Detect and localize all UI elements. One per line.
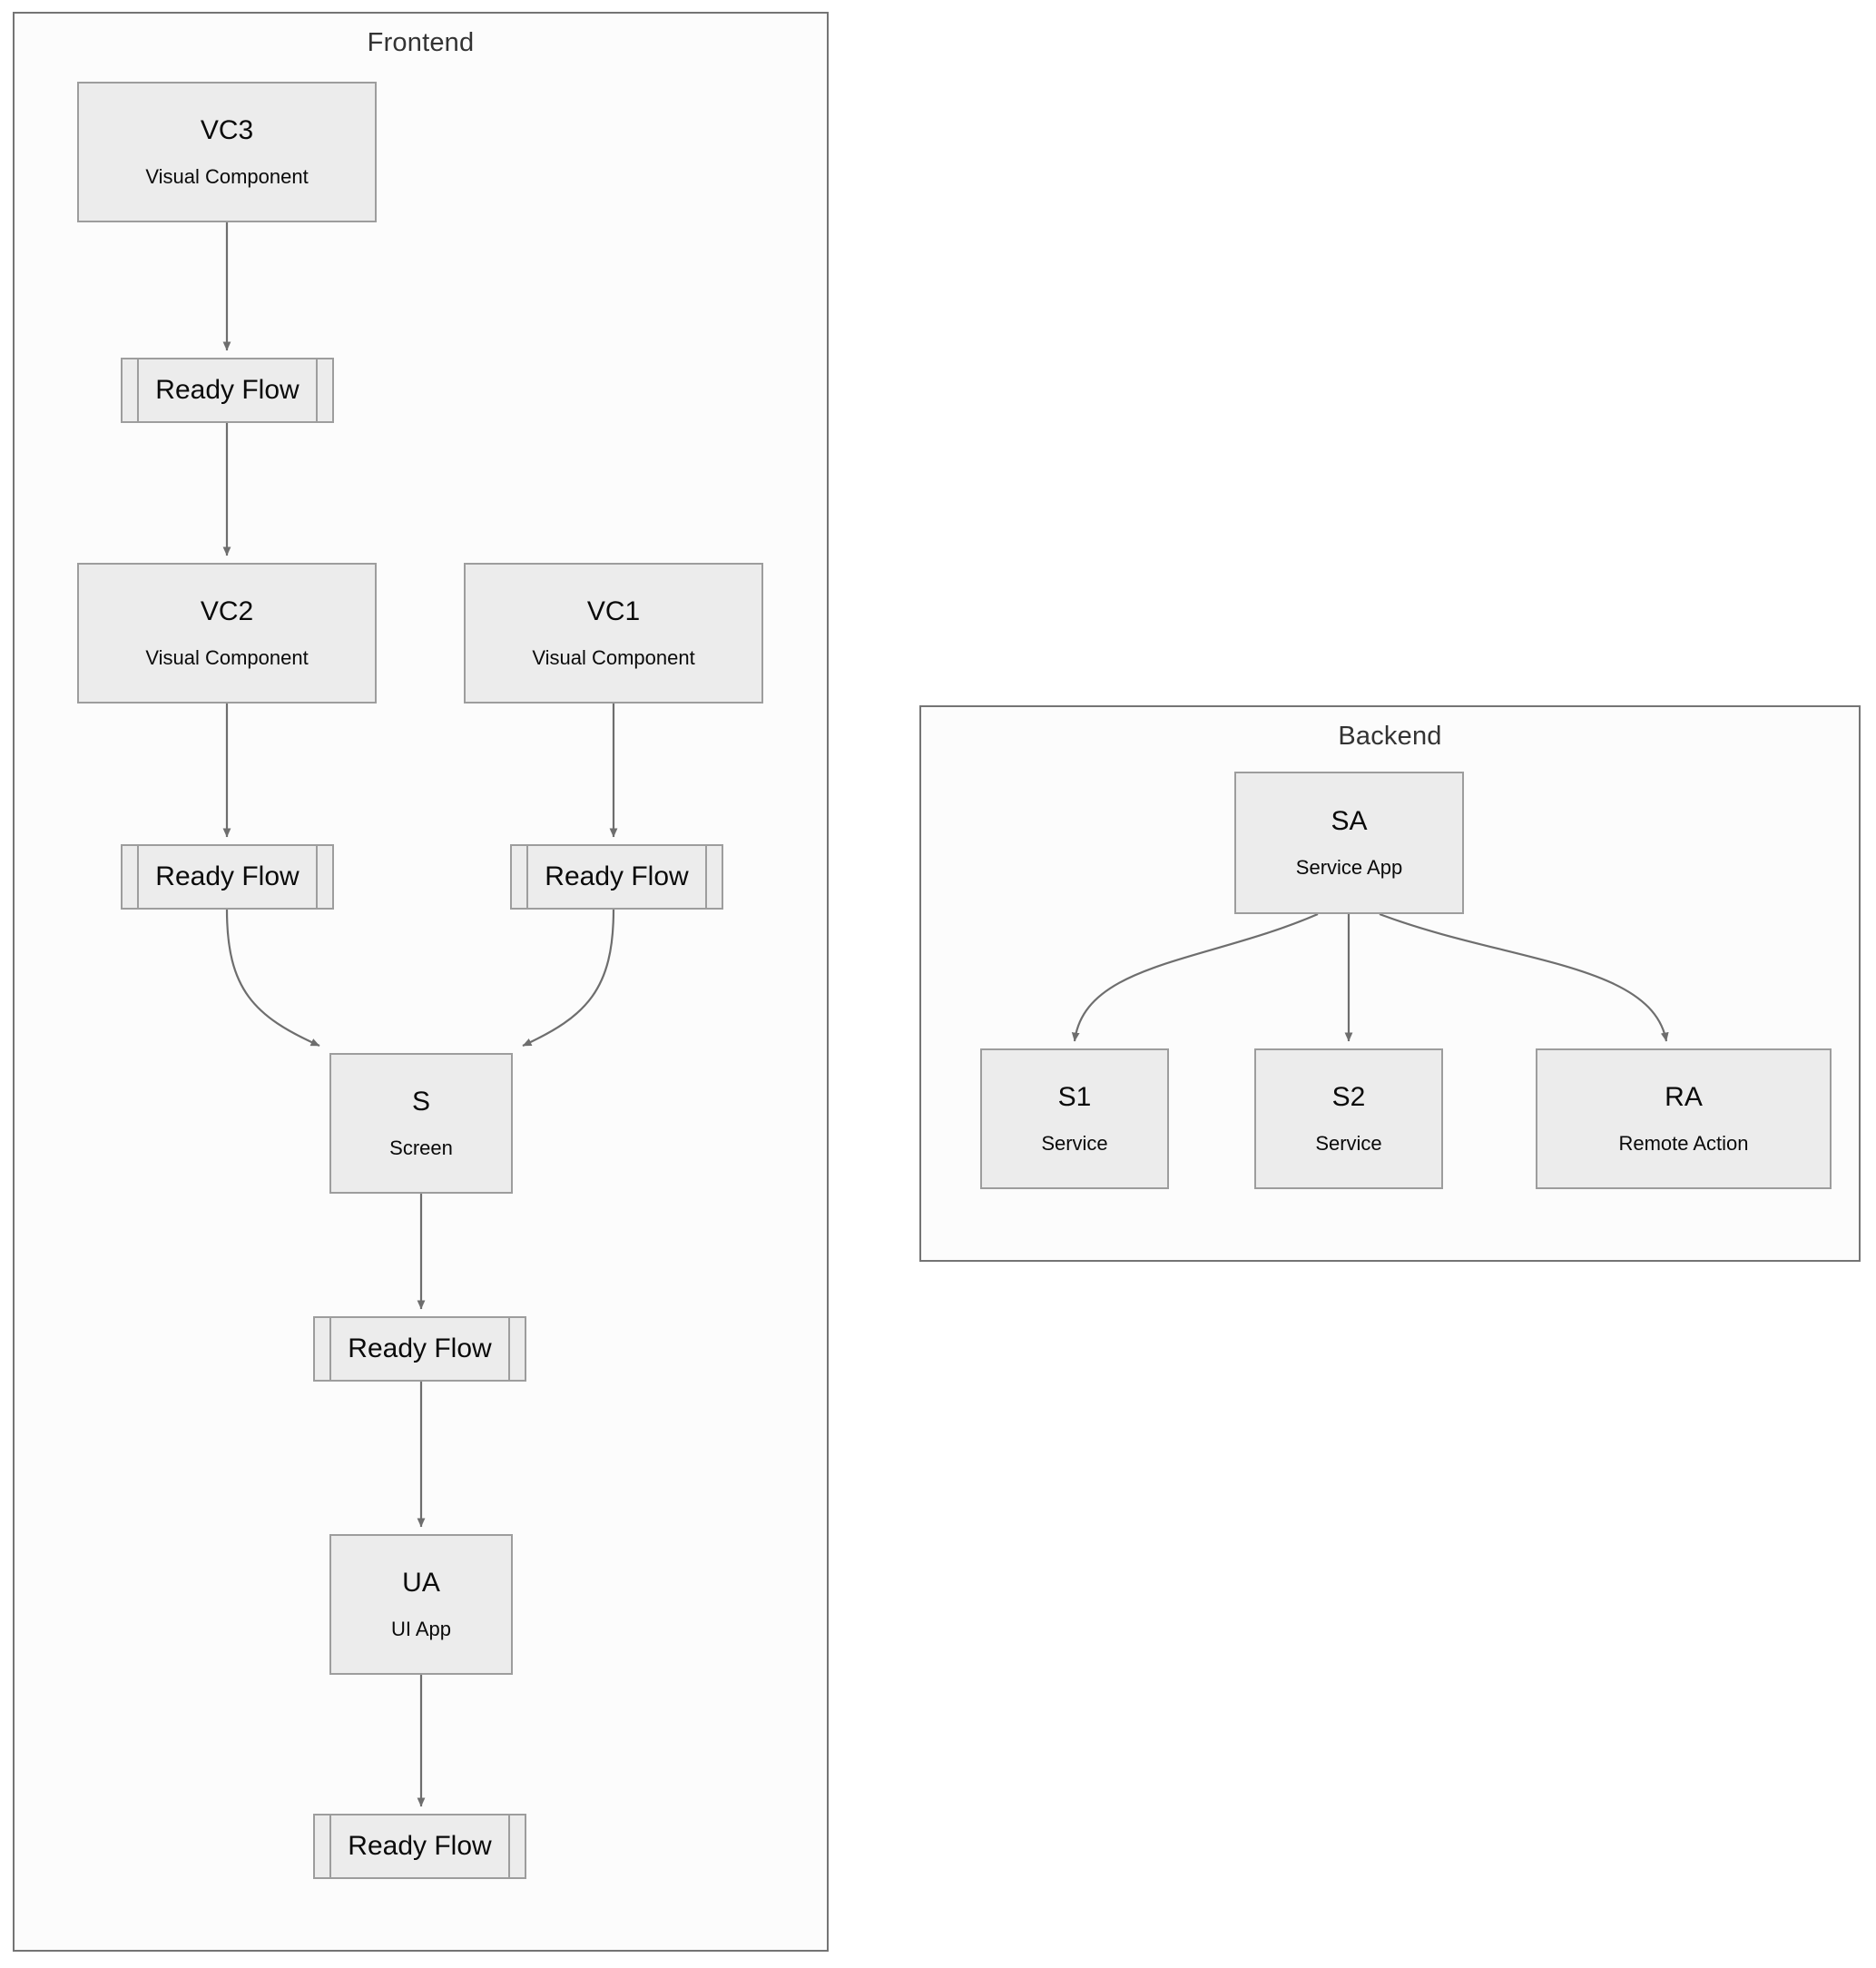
- subprocess-bar-right: [508, 1815, 510, 1877]
- group-frontend-title: Frontend: [367, 28, 475, 57]
- subprocess-bar-left: [526, 846, 528, 908]
- node-ready-flow-4[interactable]: Ready Flow: [313, 1316, 526, 1382]
- group-backend-title: Backend: [1338, 722, 1442, 751]
- node-ready-flow-2[interactable]: Ready Flow: [121, 844, 334, 910]
- subprocess-bar-left: [137, 846, 139, 908]
- node-s2-subtitle: Service: [1315, 1132, 1382, 1155]
- node-vc1-title: VC1: [586, 596, 641, 626]
- node-s-title: S: [411, 1087, 430, 1117]
- node-ready-flow-1-label: Ready Flow: [155, 375, 300, 405]
- node-vc2-subtitle: Visual Component: [145, 646, 309, 669]
- node-ready-flow-2-label: Ready Flow: [155, 861, 300, 891]
- subprocess-bar-left: [137, 359, 139, 421]
- node-sa-title: SA: [1331, 806, 1368, 836]
- node-s1-subtitle: Service: [1041, 1132, 1108, 1155]
- node-vc2[interactable]: VC2 Visual Component: [77, 563, 377, 704]
- node-ready-flow-5[interactable]: Ready Flow: [313, 1814, 526, 1879]
- node-ua-title: UA: [402, 1568, 440, 1598]
- node-ra[interactable]: RA Remote Action: [1536, 1048, 1832, 1189]
- node-sa-subtitle: Service App: [1295, 856, 1403, 879]
- node-vc2-title: VC2: [200, 596, 254, 626]
- node-ready-flow-3-label: Ready Flow: [545, 861, 689, 891]
- node-ua[interactable]: UA UI App: [329, 1534, 513, 1675]
- node-ready-flow-3[interactable]: Ready Flow: [510, 844, 723, 910]
- subprocess-bar-right: [508, 1318, 510, 1380]
- node-ready-flow-1[interactable]: Ready Flow: [121, 358, 334, 423]
- subprocess-bar-right: [316, 359, 318, 421]
- node-vc3-subtitle: Visual Component: [145, 165, 309, 188]
- node-vc1-subtitle: Visual Component: [532, 646, 695, 669]
- subprocess-bar-left: [329, 1318, 331, 1380]
- node-ua-subtitle: UI App: [390, 1618, 452, 1640]
- node-s2-title: S2: [1331, 1082, 1366, 1112]
- node-vc3-title: VC3: [200, 115, 254, 145]
- subprocess-bar-right: [705, 846, 707, 908]
- node-ra-title: RA: [1665, 1082, 1703, 1112]
- node-s1[interactable]: S1 Service: [980, 1048, 1169, 1189]
- subprocess-bar-right: [316, 846, 318, 908]
- node-s[interactable]: S Screen: [329, 1053, 513, 1194]
- node-ready-flow-5-label: Ready Flow: [348, 1831, 492, 1861]
- node-ra-subtitle: Remote Action: [1618, 1132, 1749, 1155]
- node-vc1[interactable]: VC1 Visual Component: [464, 563, 763, 704]
- node-s1-title: S1: [1057, 1082, 1092, 1112]
- node-s2[interactable]: S2 Service: [1254, 1048, 1443, 1189]
- node-ready-flow-4-label: Ready Flow: [348, 1333, 492, 1363]
- node-sa[interactable]: SA Service App: [1234, 772, 1464, 914]
- node-vc3[interactable]: VC3 Visual Component: [77, 82, 377, 222]
- subprocess-bar-left: [329, 1815, 331, 1877]
- node-s-subtitle: Screen: [389, 1137, 453, 1159]
